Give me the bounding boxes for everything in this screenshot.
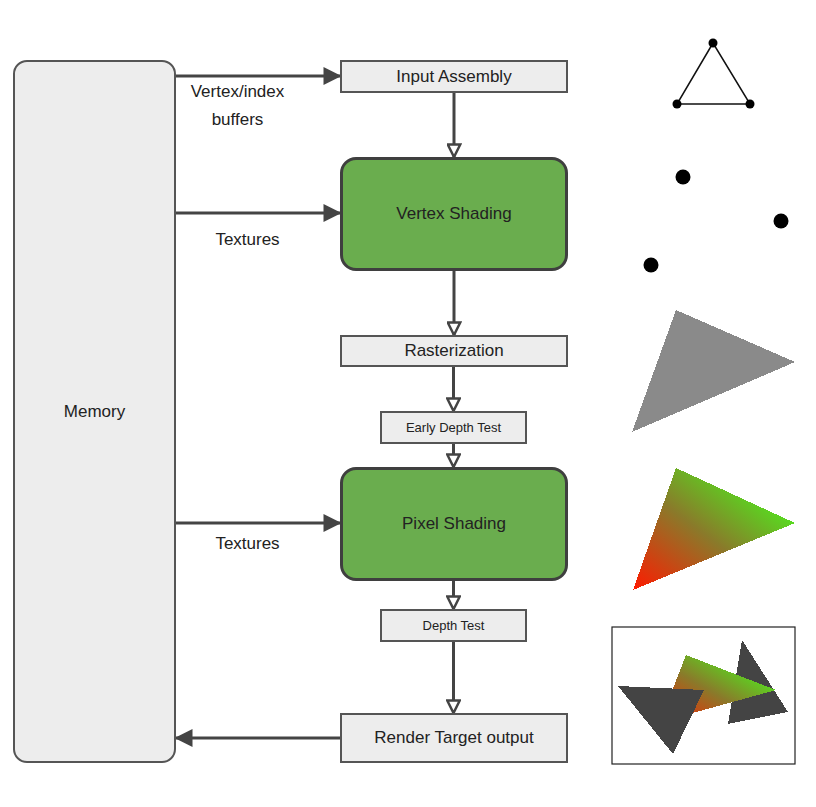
shader-stage-box: Pixel Shading xyxy=(340,467,568,581)
edge-label: Vertex/index buffers xyxy=(185,78,290,134)
shader-stage-box: Vertex Shading xyxy=(340,157,568,271)
flow-arrow xyxy=(176,212,340,215)
flow-arrow xyxy=(176,737,340,740)
process-box: Render Target output xyxy=(340,713,568,763)
stage-name: Early Depth Test xyxy=(406,420,501,435)
rasterized-triangle-illustration xyxy=(632,310,795,432)
flow-arrow xyxy=(453,93,456,157)
stage-name: Input Assembly xyxy=(396,67,511,87)
flow-arrow xyxy=(176,522,340,525)
stage-name: Memory xyxy=(64,402,125,422)
stage-name: Render Target output xyxy=(374,728,533,748)
edge-label: Textures xyxy=(190,226,305,254)
vertex-points-illustration xyxy=(644,170,789,273)
process-box: Input Assembly xyxy=(340,60,568,93)
process-box: Rasterization xyxy=(340,335,568,367)
memory-block: Memory xyxy=(13,60,176,763)
test-box: Early Depth Test xyxy=(380,411,527,444)
edge-label: Textures xyxy=(190,530,305,558)
flow-arrow xyxy=(452,444,455,467)
test-box: Depth Test xyxy=(380,609,527,642)
stage-name: Vertex Shading xyxy=(396,204,511,224)
input-triangle-illustration xyxy=(673,39,755,109)
depth-tested-output-illustration xyxy=(612,627,795,764)
flow-arrow xyxy=(452,642,455,713)
flow-arrow xyxy=(452,367,455,411)
flow-arrow xyxy=(176,75,340,78)
stage-name: Pixel Shading xyxy=(402,514,506,534)
shaded-triangle-illustration xyxy=(633,468,795,590)
flow-arrow xyxy=(453,271,456,335)
stage-name: Depth Test xyxy=(423,618,485,633)
stage-name: Rasterization xyxy=(404,341,503,361)
flow-arrow xyxy=(452,581,455,609)
